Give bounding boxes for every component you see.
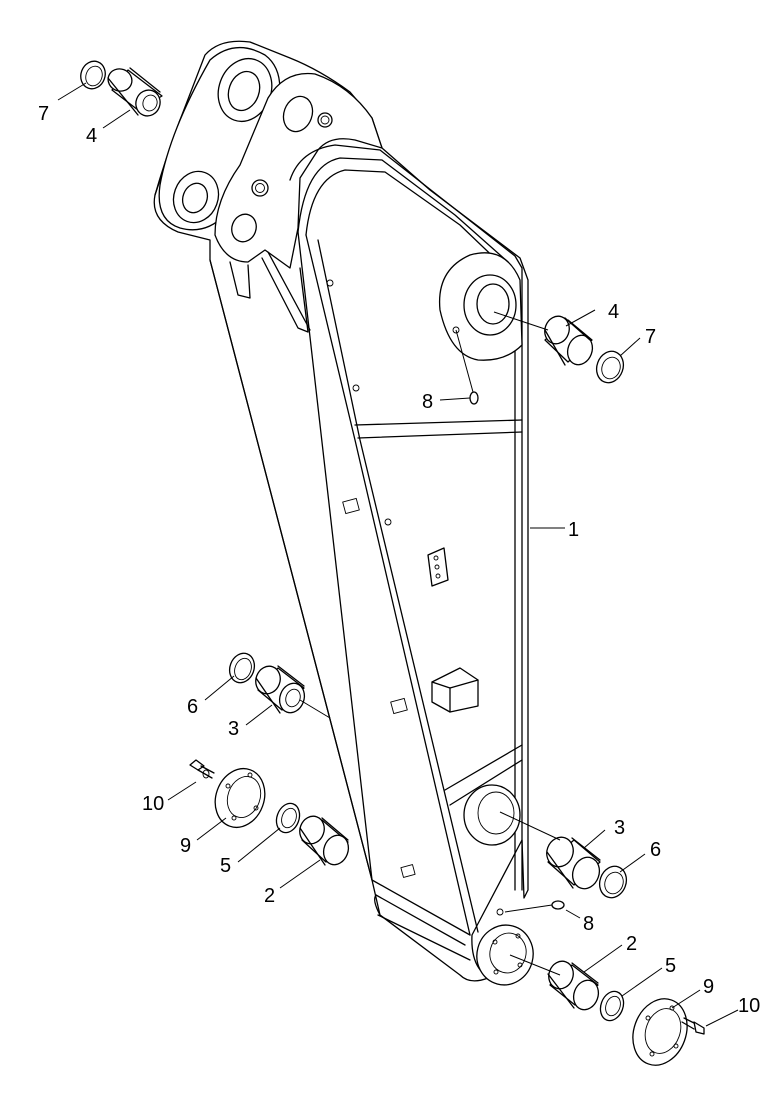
grease-fitting-8-bottom [551, 900, 565, 910]
callout-6-left: 6 [187, 696, 198, 718]
callout-5-left: 5 [220, 855, 231, 877]
callout-4-right: 4 [608, 301, 619, 323]
end-plate-9-right [632, 998, 688, 1066]
bushing-3-left [255, 665, 306, 714]
bushing-4-right [544, 315, 594, 366]
bolt-10-right [681, 1017, 705, 1035]
callout-8-top: 8 [422, 391, 433, 413]
callout-9-left: 9 [180, 835, 191, 857]
callout-6-right: 6 [650, 839, 661, 861]
seal-ring-6-right [598, 865, 628, 899]
callout-10-right: 10 [738, 995, 760, 1017]
bolt-10-left [189, 759, 215, 779]
seal-ring-6-left [228, 652, 256, 684]
end-plate-9-left [214, 767, 266, 829]
callout-2-right: 2 [626, 933, 637, 955]
callout-3-left: 3 [228, 718, 239, 740]
callout-8-bottom: 8 [583, 913, 594, 935]
arm-body [153, 40, 534, 986]
callout-2-left: 2 [264, 885, 275, 907]
shim-5-left [275, 802, 301, 834]
grease-fitting-8-top [469, 391, 479, 405]
callout-1-arm: 1 [568, 519, 579, 541]
callout-9-right: 9 [703, 976, 714, 998]
bushing-2-left [299, 815, 350, 866]
callout-4-top-left: 4 [86, 125, 97, 147]
seal-ring-7-top [80, 60, 106, 90]
bushing-2-right [547, 960, 600, 1011]
bushing-3-right [546, 836, 601, 890]
leader-lines [57, 82, 739, 1027]
bushing-4-top [107, 67, 163, 117]
callout-5-right: 5 [665, 955, 676, 977]
seal-ring-7-right [595, 350, 625, 384]
callout-10-left: 10 [142, 793, 164, 815]
callout-labels: 7 4 4 7 8 1 6 3 10 9 5 2 3 6 8 2 5 9 10 [38, 103, 760, 1017]
shim-5-right [599, 990, 625, 1022]
callout-3-right: 3 [614, 817, 625, 839]
callout-7-top-left: 7 [38, 103, 49, 125]
callout-7-right: 7 [645, 326, 656, 348]
